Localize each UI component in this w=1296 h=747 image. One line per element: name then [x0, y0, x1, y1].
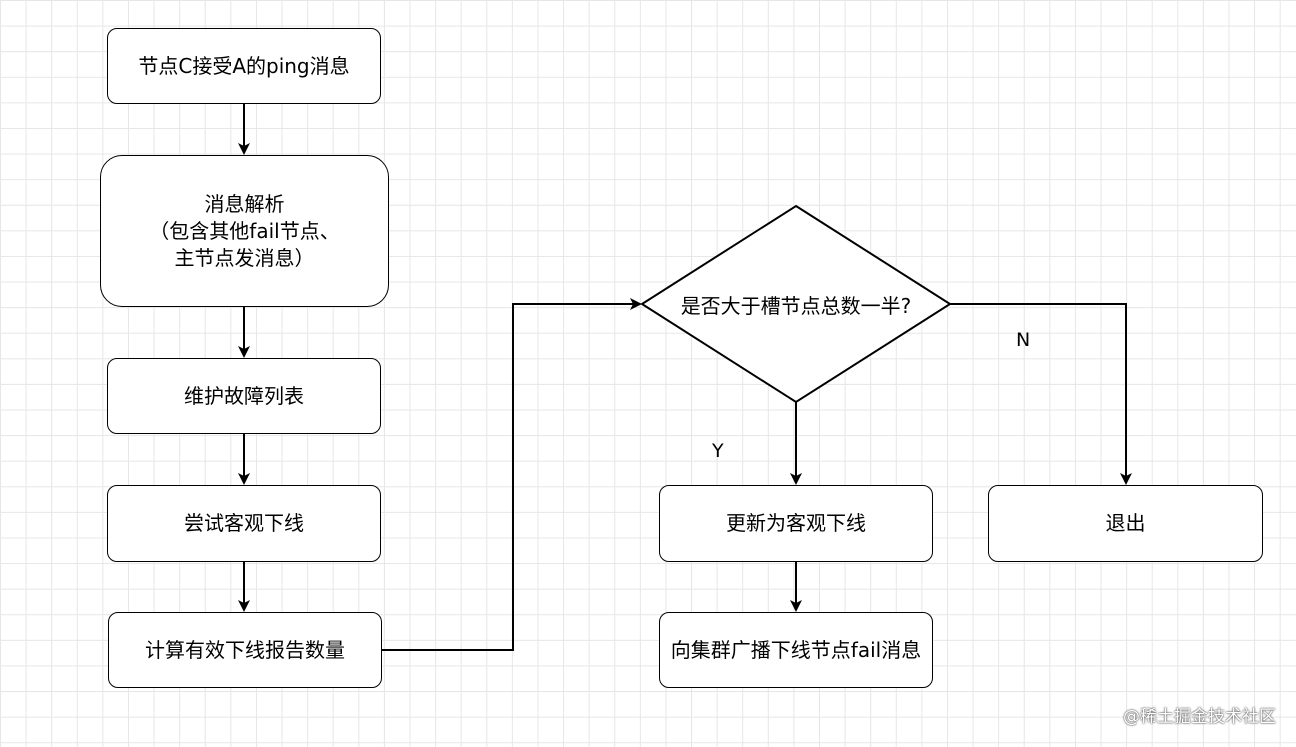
node-count-reports: 计算有效下线报告数量 [108, 612, 382, 688]
node-maintain-fail-list: 维护故障列表 [107, 358, 381, 434]
node-parse-message: 消息解析 （包含其他fail节点、 主节点发消息） [100, 155, 389, 307]
edge-decision-no [948, 303, 1132, 485]
node-broadcast-fail: 向集群广播下线节点fail消息 [659, 612, 933, 688]
decision-diamond [640, 204, 952, 404]
watermark: @稀土掘金技术社区 [1123, 707, 1276, 727]
node-exit: 退出 [988, 485, 1263, 562]
edge-count-to-decision [382, 298, 642, 651]
edge-label-no: N [1016, 329, 1031, 351]
decision-label: 是否大于槽节点总数一半? [680, 293, 912, 318]
node-try-objective-down: 尝试客观下线 [107, 485, 381, 562]
node-receive-ping: 节点C接受A的ping消息 [107, 28, 381, 104]
edge-label-yes: Y [712, 440, 724, 462]
node-update-objective-down: 更新为客观下线 [659, 485, 933, 562]
